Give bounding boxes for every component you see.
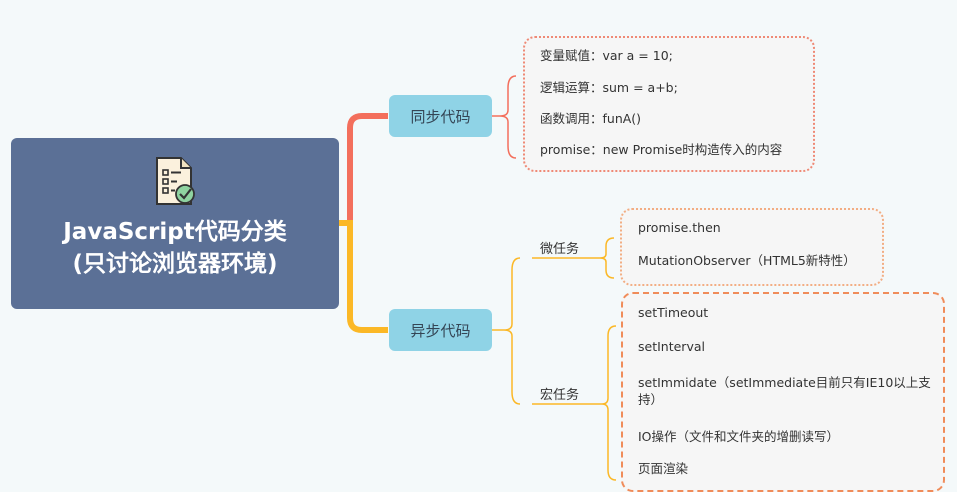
topic-async[interactable]: 异步代码 [389, 309, 492, 351]
subtopic-macro[interactable]: 宏任务 [540, 388, 580, 403]
macro-items-frame [621, 292, 945, 492]
macro-item-setinterval[interactable]: setInterval [638, 339, 705, 354]
checklist-document-icon [156, 157, 195, 205]
micro-item-promise-then[interactable]: promise.then [638, 220, 721, 235]
bracket-micro [599, 237, 615, 279]
macro-item-io[interactable]: IO操作（文件和文件夹的增删读写） [638, 429, 840, 444]
root-topic[interactable]: JavaScript代码分类 (只讨论浏览器环境) [11, 138, 339, 309]
sync-item-promise[interactable]: promise：new Promise时构造传入的内容 [540, 142, 783, 157]
bracket-async [503, 257, 521, 405]
topic-sync[interactable]: 同步代码 [389, 95, 492, 137]
macro-item-setimmediate[interactable]: setImmidate（setImmediate目前只有IE10以上支持） [638, 375, 931, 407]
macro-item-render[interactable]: 页面渲染 [638, 461, 689, 476]
subtopic-micro[interactable]: 微任务 [540, 242, 580, 257]
micro-items-frame [620, 208, 884, 286]
sync-item-call[interactable]: 函数调用：funA() [540, 111, 642, 126]
bracket-macro [601, 325, 617, 481]
root-title-line2: (只讨论浏览器环境) [72, 251, 278, 277]
connector-root-async [339, 220, 388, 333]
sync-item-assignment[interactable]: 变量赋值：var a = 10; [540, 48, 673, 63]
macro-item-settimeout[interactable]: setTimeout [638, 305, 709, 320]
bracket-sync [499, 75, 517, 159]
sync-items-frame [523, 36, 815, 172]
micro-item-mutation-observer[interactable]: MutationObserver（HTML5新特性） [638, 253, 856, 268]
connector-root-sync [339, 113, 388, 226]
root-title-line1: JavaScript代码分类 [63, 219, 287, 245]
sync-item-logic[interactable]: 逻辑运算：sum = a+b; [540, 80, 678, 95]
